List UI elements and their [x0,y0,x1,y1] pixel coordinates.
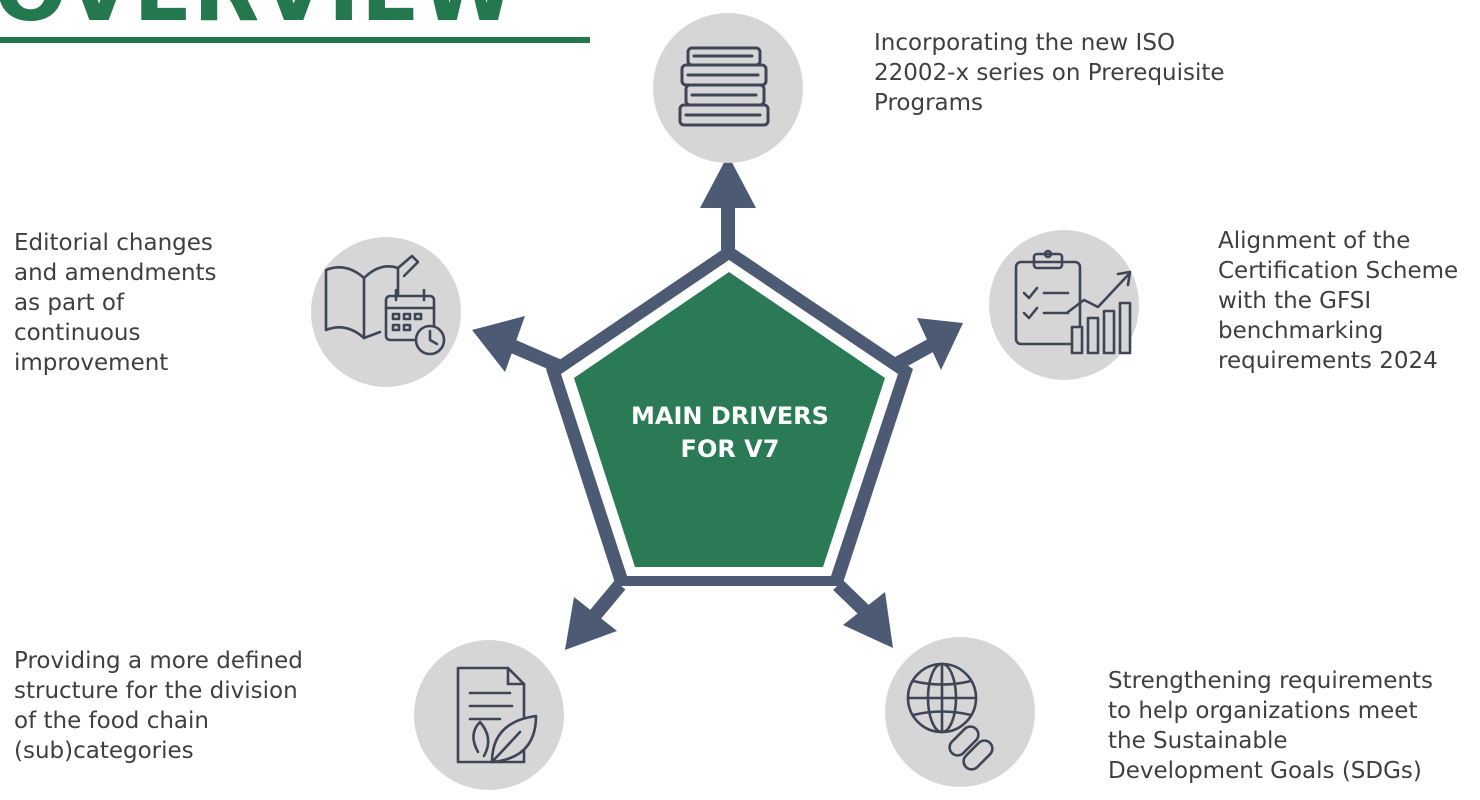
document-leaf-icon [456,666,538,764]
driver-text-sdgs: Strengthening requirements to help organ… [1108,668,1433,784]
page-title: OVERVIEW [0,0,517,34]
icon-circle-right [989,230,1139,380]
book-calendar-icon [324,254,446,356]
books-icon [678,46,770,127]
icon-circle-bottom-left [414,640,564,790]
title-divider [0,37,590,43]
icon-circle-top [653,13,803,163]
globe-link-icon [906,662,994,771]
arrow-lower-left [565,580,626,650]
arrow-lower-right [833,579,893,648]
center-label: MAIN DRIVERS FOR V7 [631,402,829,463]
driver-text-gfsi-alignment: Alignment of the Certification Scheme wi… [1218,228,1459,374]
arrow-upper-left [472,316,566,375]
driver-text-food-chain-categories: Providing a more defined structure for t… [14,648,303,764]
arrow-up [700,155,756,250]
arrow-upper-right [891,318,963,372]
driver-text-iso-22002: Incorporating the new ISO 22002-x series… [874,30,1225,116]
clipboard-chart-icon [1014,249,1132,355]
center-pentagon [574,272,885,567]
driver-text-editorial-changes: Editorial changes and amendments as part… [14,230,217,376]
